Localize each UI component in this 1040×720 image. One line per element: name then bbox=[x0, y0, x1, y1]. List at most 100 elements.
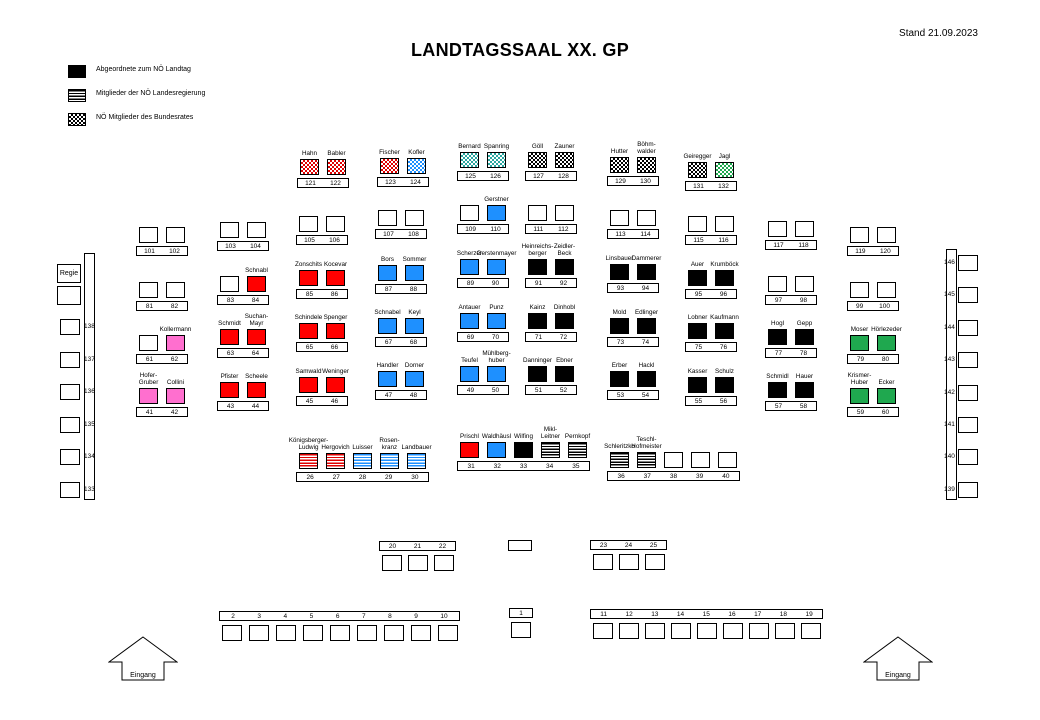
side-seat-139[interactable] bbox=[958, 481, 978, 498]
front-seat-13[interactable] bbox=[645, 623, 665, 639]
seat-42[interactable] bbox=[166, 388, 185, 404]
seat-91[interactable] bbox=[528, 259, 547, 275]
seat-40[interactable] bbox=[718, 452, 737, 468]
front-seat-15[interactable] bbox=[697, 623, 717, 639]
side-seat-135[interactable] bbox=[60, 416, 80, 433]
seat-55[interactable] bbox=[688, 377, 707, 393]
seat-96[interactable] bbox=[715, 270, 734, 286]
seat-120[interactable] bbox=[877, 227, 896, 243]
seat-113[interactable] bbox=[610, 210, 629, 226]
seat-69[interactable] bbox=[460, 313, 479, 329]
seat-130[interactable] bbox=[637, 157, 656, 173]
seat-85[interactable] bbox=[299, 270, 318, 286]
seat-97[interactable] bbox=[768, 276, 787, 292]
seat-46[interactable] bbox=[326, 377, 345, 393]
seat-131[interactable] bbox=[688, 162, 707, 178]
front-seat-23[interactable] bbox=[593, 554, 613, 570]
seat-44[interactable] bbox=[247, 382, 266, 398]
seat-119[interactable] bbox=[850, 227, 869, 243]
side-seat-141[interactable] bbox=[958, 417, 978, 433]
seat-99[interactable] bbox=[850, 282, 869, 298]
side-seat-146[interactable] bbox=[958, 255, 978, 271]
seat-67[interactable] bbox=[378, 318, 397, 334]
seat-112[interactable] bbox=[555, 205, 574, 221]
seat-68[interactable] bbox=[405, 318, 424, 334]
seat-83[interactable] bbox=[220, 276, 239, 292]
seat-61[interactable] bbox=[139, 335, 158, 351]
seat-106[interactable] bbox=[326, 216, 345, 232]
seat-57[interactable] bbox=[768, 382, 787, 398]
front-seat-10[interactable] bbox=[438, 625, 458, 641]
seat-78[interactable] bbox=[795, 329, 814, 345]
front-seat-9[interactable] bbox=[411, 625, 431, 641]
seat-105[interactable] bbox=[299, 216, 318, 232]
seat-74[interactable] bbox=[637, 318, 656, 334]
front-seat-24[interactable] bbox=[619, 554, 639, 570]
front-seat-21[interactable] bbox=[408, 555, 428, 571]
front-seat-25[interactable] bbox=[645, 554, 665, 570]
seat-79[interactable] bbox=[850, 335, 869, 351]
seat-82[interactable] bbox=[166, 282, 185, 298]
seat-95[interactable] bbox=[688, 270, 707, 286]
side-seat-137[interactable] bbox=[60, 351, 80, 368]
seat-108[interactable] bbox=[405, 210, 424, 226]
seat-122[interactable] bbox=[327, 159, 346, 175]
front-seat-20[interactable] bbox=[382, 555, 402, 571]
seat-100[interactable] bbox=[877, 282, 896, 298]
seat-110[interactable] bbox=[487, 205, 506, 221]
seat-126[interactable] bbox=[487, 152, 506, 168]
front-seat-7[interactable] bbox=[357, 625, 377, 641]
seat-28[interactable] bbox=[353, 453, 372, 469]
side-seat-140[interactable] bbox=[958, 449, 978, 466]
seat-47[interactable] bbox=[378, 371, 397, 387]
seat-94[interactable] bbox=[637, 264, 656, 280]
seat-87[interactable] bbox=[378, 265, 397, 281]
front-seat-5[interactable] bbox=[303, 625, 323, 641]
seat-35[interactable] bbox=[568, 442, 587, 458]
seat-36[interactable] bbox=[610, 452, 629, 468]
seat-32[interactable] bbox=[487, 442, 506, 458]
seat-121[interactable] bbox=[300, 159, 319, 175]
seat-80[interactable] bbox=[877, 335, 896, 351]
seat-48[interactable] bbox=[405, 371, 424, 387]
seat-107[interactable] bbox=[378, 210, 397, 226]
seat-38[interactable] bbox=[664, 452, 683, 468]
seat-30[interactable] bbox=[407, 453, 426, 469]
seat-86[interactable] bbox=[326, 270, 345, 286]
front-seat-4[interactable] bbox=[276, 625, 296, 641]
seat-117[interactable] bbox=[768, 221, 787, 237]
front-seat-16[interactable] bbox=[723, 623, 743, 639]
front-seat-14[interactable] bbox=[671, 623, 691, 639]
seat-129[interactable] bbox=[610, 157, 629, 173]
seat-64[interactable] bbox=[247, 329, 266, 345]
seat-71[interactable] bbox=[528, 313, 547, 329]
seat-93[interactable] bbox=[610, 264, 629, 280]
front-seat-6[interactable] bbox=[330, 625, 350, 641]
seat-118[interactable] bbox=[795, 221, 814, 237]
seat-63[interactable] bbox=[220, 329, 239, 345]
seat-115[interactable] bbox=[688, 216, 707, 232]
side-seat-138[interactable] bbox=[60, 319, 80, 335]
side-seat-133[interactable] bbox=[60, 481, 80, 498]
front-seat-19[interactable] bbox=[801, 623, 821, 639]
seat-34[interactable] bbox=[541, 442, 560, 458]
seat-49[interactable] bbox=[460, 366, 479, 382]
seat-76[interactable] bbox=[715, 323, 734, 339]
seat-73[interactable] bbox=[610, 318, 629, 334]
seat-43[interactable] bbox=[220, 382, 239, 398]
seat-103[interactable] bbox=[220, 222, 239, 238]
seat-84[interactable] bbox=[247, 276, 266, 292]
seat-123[interactable] bbox=[380, 158, 399, 174]
side-seat-143[interactable] bbox=[958, 352, 978, 369]
seat-70[interactable] bbox=[487, 313, 506, 329]
seat-75[interactable] bbox=[688, 323, 707, 339]
seat-26[interactable] bbox=[299, 453, 318, 469]
front-seat-11[interactable] bbox=[593, 623, 613, 639]
seat-98[interactable] bbox=[795, 276, 814, 292]
front-seat-18[interactable] bbox=[775, 623, 795, 639]
seat-27[interactable] bbox=[326, 453, 345, 469]
seat-72[interactable] bbox=[555, 313, 574, 329]
seat-41[interactable] bbox=[139, 388, 158, 404]
front-seat-3[interactable] bbox=[249, 625, 269, 641]
seat-125[interactable] bbox=[460, 152, 479, 168]
